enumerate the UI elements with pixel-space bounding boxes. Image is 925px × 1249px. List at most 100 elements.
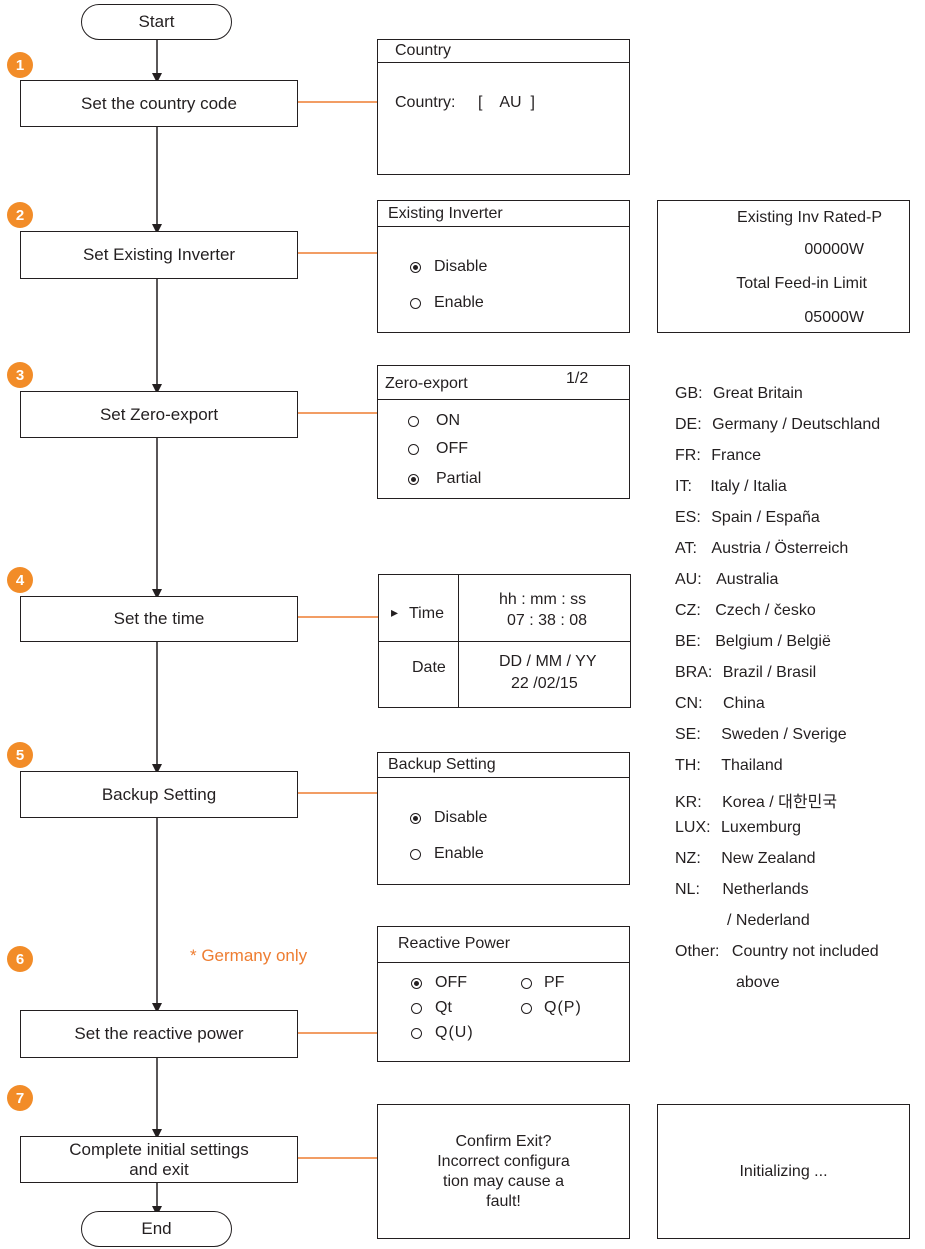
country-code: CZ: [675, 602, 701, 619]
date-value: 22 /02/15 [511, 675, 578, 692]
country-name: above [736, 974, 780, 991]
country-code: SE: [675, 726, 701, 743]
reactive-power-header: Reactive Power [378, 927, 629, 963]
existing-inverter-title: Existing Inverter [388, 205, 503, 222]
country-item: KR: Korea / 대한민국 [675, 788, 837, 812]
country-item-continued: / Nederland [675, 912, 810, 930]
country-item: CN: China [675, 695, 765, 713]
backup-header: Backup Setting [378, 753, 629, 778]
zero-export-partial: Partial [436, 470, 482, 487]
country-code: FR: [675, 447, 701, 464]
backup-enable: Enable [434, 845, 484, 862]
zero-export-on: ON [436, 412, 460, 429]
time-format: hh : mm : ss [499, 591, 587, 608]
step-4-badge: 4 [7, 567, 33, 593]
end-terminal: End [81, 1211, 232, 1247]
radio-empty-icon [410, 298, 421, 309]
time-date-divider-h [379, 641, 630, 642]
backup-title: Backup Setting [388, 756, 496, 773]
initializing-screen: Initializing ... [657, 1104, 910, 1239]
country-code: BRA: [675, 664, 713, 681]
country-code: GB: [675, 385, 703, 402]
zero-export-title: Zero-export [385, 375, 468, 392]
country-name: Australia [716, 571, 779, 588]
radio-selected-icon [411, 978, 422, 989]
time-label: Time [409, 605, 444, 622]
country-item: FR: France [675, 447, 761, 465]
country-item: IT: Italy / Italia [675, 478, 787, 496]
country-code: TH: [675, 757, 701, 774]
country-item: BRA: Brazil / Brasil [675, 664, 816, 682]
radio-empty-icon [521, 1003, 532, 1014]
country-item: AT: Austria / Österreich [675, 540, 848, 558]
existing-inverter-enable: Enable [434, 294, 484, 311]
feed-in-limit-value: 05000W [804, 309, 864, 326]
zero-export-off: OFF [436, 440, 468, 457]
start-label: Start [138, 12, 175, 31]
backup-screen: Backup Setting Disable Enable [377, 752, 630, 885]
country-item: AU: Australia [675, 571, 778, 589]
existing-inverter-detail-screen: Existing Inv Rated-P 00000W Total Feed-i… [657, 200, 910, 333]
radio-selected-icon [410, 813, 421, 824]
radio-selected-icon [410, 262, 421, 273]
country-screen: Country Country: [ AU ] [377, 39, 630, 175]
country-item: CZ: Czech / česko [675, 602, 816, 620]
country-code: Other: [675, 943, 720, 960]
country-item: LUX: Luxemburg [675, 819, 801, 837]
country-item-continued: above [675, 974, 780, 992]
country-name: Germany / Deutschland [712, 416, 881, 433]
radio-selected-icon [408, 474, 419, 485]
country-item: TH: Thailand [675, 757, 783, 775]
step-2-badge: 2 [7, 202, 33, 228]
country-name: Czech / česko [715, 602, 816, 619]
zero-export-screen: Zero-export 1/2 ON OFF Partial [377, 365, 630, 499]
reactive-qt: Qt [435, 999, 452, 1016]
time-date-screen: ▸ Time hh : mm : ss 07 : 38 : 08 Date DD… [378, 574, 631, 708]
rated-power-label: Existing Inv Rated-P [737, 209, 882, 226]
reactive-power-title: Reactive Power [398, 935, 511, 952]
country-name: Sweden / Sverige [721, 726, 847, 743]
country-code: AU: [675, 571, 702, 588]
country-name: Austria / Österreich [711, 540, 849, 557]
country-screen-title: Country [395, 42, 452, 59]
country-code: NZ: [675, 850, 701, 867]
country-name: Thailand [721, 757, 783, 774]
reactive-power-screen: Reactive Power OFF PF Qt Q(P) Q(U) [377, 926, 630, 1062]
step-5-badge: 5 [7, 742, 33, 768]
reactive-pf: PF [544, 974, 565, 991]
radio-empty-icon [411, 1003, 422, 1014]
step-1-badge: 1 [7, 52, 33, 78]
country-name: Brazil / Brasil [722, 664, 817, 681]
country-value: [ AU ] [478, 94, 535, 111]
country-name: Country not included [731, 943, 879, 960]
country-name: China [723, 695, 765, 712]
radio-empty-icon [411, 1028, 422, 1039]
step-4-set-time: Set the time [20, 596, 298, 642]
country-name: / Nederland [727, 912, 810, 929]
feed-in-limit-label: Total Feed-in Limit [736, 275, 867, 292]
country-name: New Zealand [721, 850, 816, 867]
step-6-badge: 6 [7, 946, 33, 972]
end-label: End [141, 1219, 172, 1238]
initializing-text: Initializing ... [739, 1162, 828, 1180]
reactive-qu: Q(U) [435, 1024, 474, 1041]
step-6-set-reactive-power: Set the reactive power [20, 1010, 298, 1058]
step-1-set-country-code: Set the country code [20, 80, 298, 127]
country-code: AT: [675, 540, 697, 557]
country-label: Country: [395, 94, 456, 111]
country-name: Italy / Italia [710, 478, 787, 495]
country-code: LUX: [675, 819, 711, 836]
date-label: Date [412, 659, 446, 676]
zero-export-header: Zero-export 1/2 [378, 366, 629, 400]
confirm-exit-screen: Confirm Exit? Incorrect configura tion m… [377, 1104, 630, 1239]
existing-inverter-disable: Disable [434, 258, 488, 275]
country-code: NL: [675, 881, 700, 898]
date-format: DD / MM / YY [499, 653, 597, 670]
country-name: Great Britain [713, 385, 803, 402]
step-7-badge: 7 [7, 1085, 33, 1111]
country-item: ES: Spain / España [675, 509, 820, 527]
country-item: DE: Germany / Deutschland [675, 416, 880, 434]
selected-row-pointer-icon: ▸ [391, 604, 399, 620]
step-7-complete-and-exit: Complete initial settings and exit [20, 1136, 298, 1183]
existing-inverter-screen: Existing Inverter Disable Enable [377, 200, 630, 333]
